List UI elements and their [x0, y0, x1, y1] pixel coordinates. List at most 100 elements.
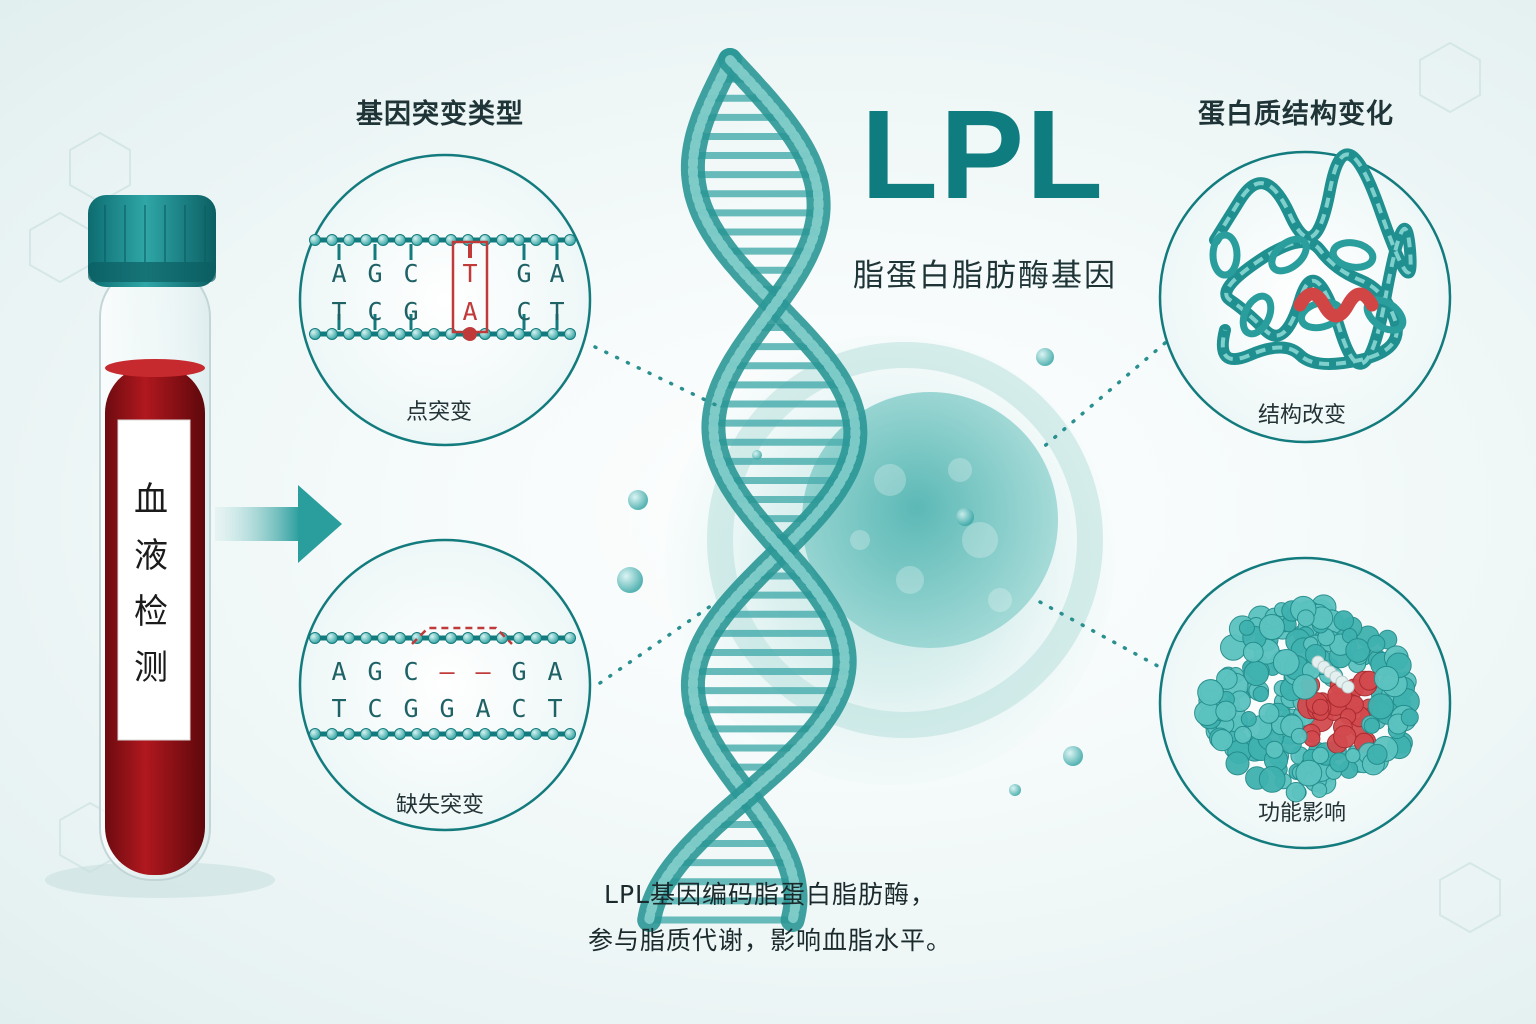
tube-label-char: 检 — [134, 592, 168, 632]
surface-atom — [1225, 751, 1250, 776]
surface-atom — [1363, 717, 1381, 734]
protein-surface-illustration — [1194, 594, 1420, 803]
protein-structure-panel — [1158, 148, 1452, 444]
arrow-right-icon — [215, 485, 342, 563]
base-letter: A — [549, 259, 565, 288]
point-mutation-panel — [298, 153, 592, 447]
base-letter: C — [516, 297, 532, 326]
base-letter: G — [439, 694, 455, 723]
surface-atom — [1215, 700, 1237, 722]
strand-bead — [309, 728, 321, 740]
strand-bead — [445, 328, 457, 340]
surface-atom — [1297, 609, 1315, 628]
deleted-base-marker: – — [439, 657, 455, 686]
strand-bead — [428, 632, 440, 644]
surface-atom — [1333, 725, 1357, 749]
strand-bead — [326, 234, 338, 246]
strand-bead — [496, 728, 508, 740]
helix-coil — [1239, 292, 1275, 338]
structure-change-caption: 结构改变 — [1258, 403, 1347, 428]
strand-bead — [377, 728, 389, 740]
strand-bead — [411, 328, 423, 340]
tube-label-char: 液 — [134, 536, 168, 576]
strand-bead — [445, 234, 457, 246]
strand-bead — [547, 234, 559, 246]
surface-atom — [1252, 685, 1269, 703]
base-letter: C — [403, 259, 419, 288]
surface-atom — [1366, 743, 1388, 765]
strand-bead — [564, 234, 576, 246]
description-text: LPL基因编码脂蛋白脂肪酶， 参与脂质代谢，影响血脂水平。 — [560, 872, 980, 964]
strand-bead — [343, 632, 355, 644]
surface-atom — [1367, 693, 1394, 720]
strand-bead — [343, 328, 355, 340]
base-letter: C — [367, 694, 383, 723]
strand-bead — [547, 328, 559, 340]
strand-bead — [564, 728, 576, 740]
strand-bead — [547, 632, 559, 644]
deletion-mutation-panel — [298, 538, 592, 832]
strand-bead — [394, 328, 406, 340]
base-letter: T — [331, 694, 347, 723]
strand-bead — [428, 234, 440, 246]
mutated-base-letter: A — [462, 297, 478, 326]
strand-bead — [326, 632, 338, 644]
surface-atom — [1311, 746, 1330, 765]
base-letter: G — [511, 657, 527, 686]
strand-bead — [547, 728, 559, 740]
surface-atom — [1242, 641, 1264, 663]
strand-bead — [428, 328, 440, 340]
strand-bead — [462, 632, 474, 644]
dna-backbone-texture — [687, 55, 861, 925]
base-letter: A — [475, 694, 491, 723]
surface-atom — [1216, 668, 1238, 690]
base-letter: A — [331, 657, 347, 686]
strand-bead — [394, 728, 406, 740]
base-letter: G — [403, 694, 419, 723]
strand-bead — [513, 632, 525, 644]
surface-atom — [1311, 782, 1328, 798]
deletion-mutation-strands — [309, 632, 576, 740]
base-letter: G — [403, 297, 419, 326]
strand-bead — [394, 234, 406, 246]
base-letter: C — [403, 657, 419, 686]
strand-bead — [462, 728, 474, 740]
ribbon-highlight — [1213, 152, 1413, 366]
surface-atom — [1373, 665, 1400, 692]
surface-atom — [1258, 703, 1280, 724]
strand-bead — [326, 328, 338, 340]
strand-bead — [428, 728, 440, 740]
strand-bead — [462, 234, 474, 246]
protein-ribbon-illustration — [1209, 148, 1417, 370]
surface-atom — [1238, 619, 1255, 636]
protein-changes-title: 蛋白质结构变化 — [1198, 99, 1394, 130]
base-letter: T — [547, 694, 563, 723]
dna-helix-illustration — [637, 48, 868, 932]
base-letter: G — [367, 259, 383, 288]
description-line-2: 参与脂质代谢，影响血脂水平。 — [587, 926, 952, 955]
strand-bead — [530, 728, 542, 740]
surface-atom — [1400, 708, 1419, 727]
mutated-base-letter: T — [462, 259, 478, 288]
strand-bead — [445, 632, 457, 644]
mutation-types-title: 基因突变类型 — [356, 99, 524, 130]
point-mutation-strands — [309, 234, 576, 341]
strand-bead — [411, 728, 423, 740]
strand-bead — [377, 328, 389, 340]
strand-bead — [360, 728, 372, 740]
surface-atom — [1197, 679, 1224, 706]
strand-bead — [564, 328, 576, 340]
strand-bead — [343, 234, 355, 246]
connector-lines — [593, 341, 1180, 685]
strand-bead — [530, 632, 542, 644]
surface-atom — [1312, 698, 1329, 716]
mutation-bead — [463, 327, 477, 341]
surface-atom — [1285, 782, 1307, 803]
deletion-mutation-caption: 缺失突变 — [396, 793, 485, 818]
surface-atom — [1243, 660, 1270, 687]
surface-atom — [1290, 727, 1308, 745]
tube-label: 血 液 检 测 — [121, 472, 181, 696]
surface-atom — [1295, 759, 1323, 787]
strand-bead — [530, 234, 542, 246]
tube-label-char: 测 — [134, 648, 168, 688]
